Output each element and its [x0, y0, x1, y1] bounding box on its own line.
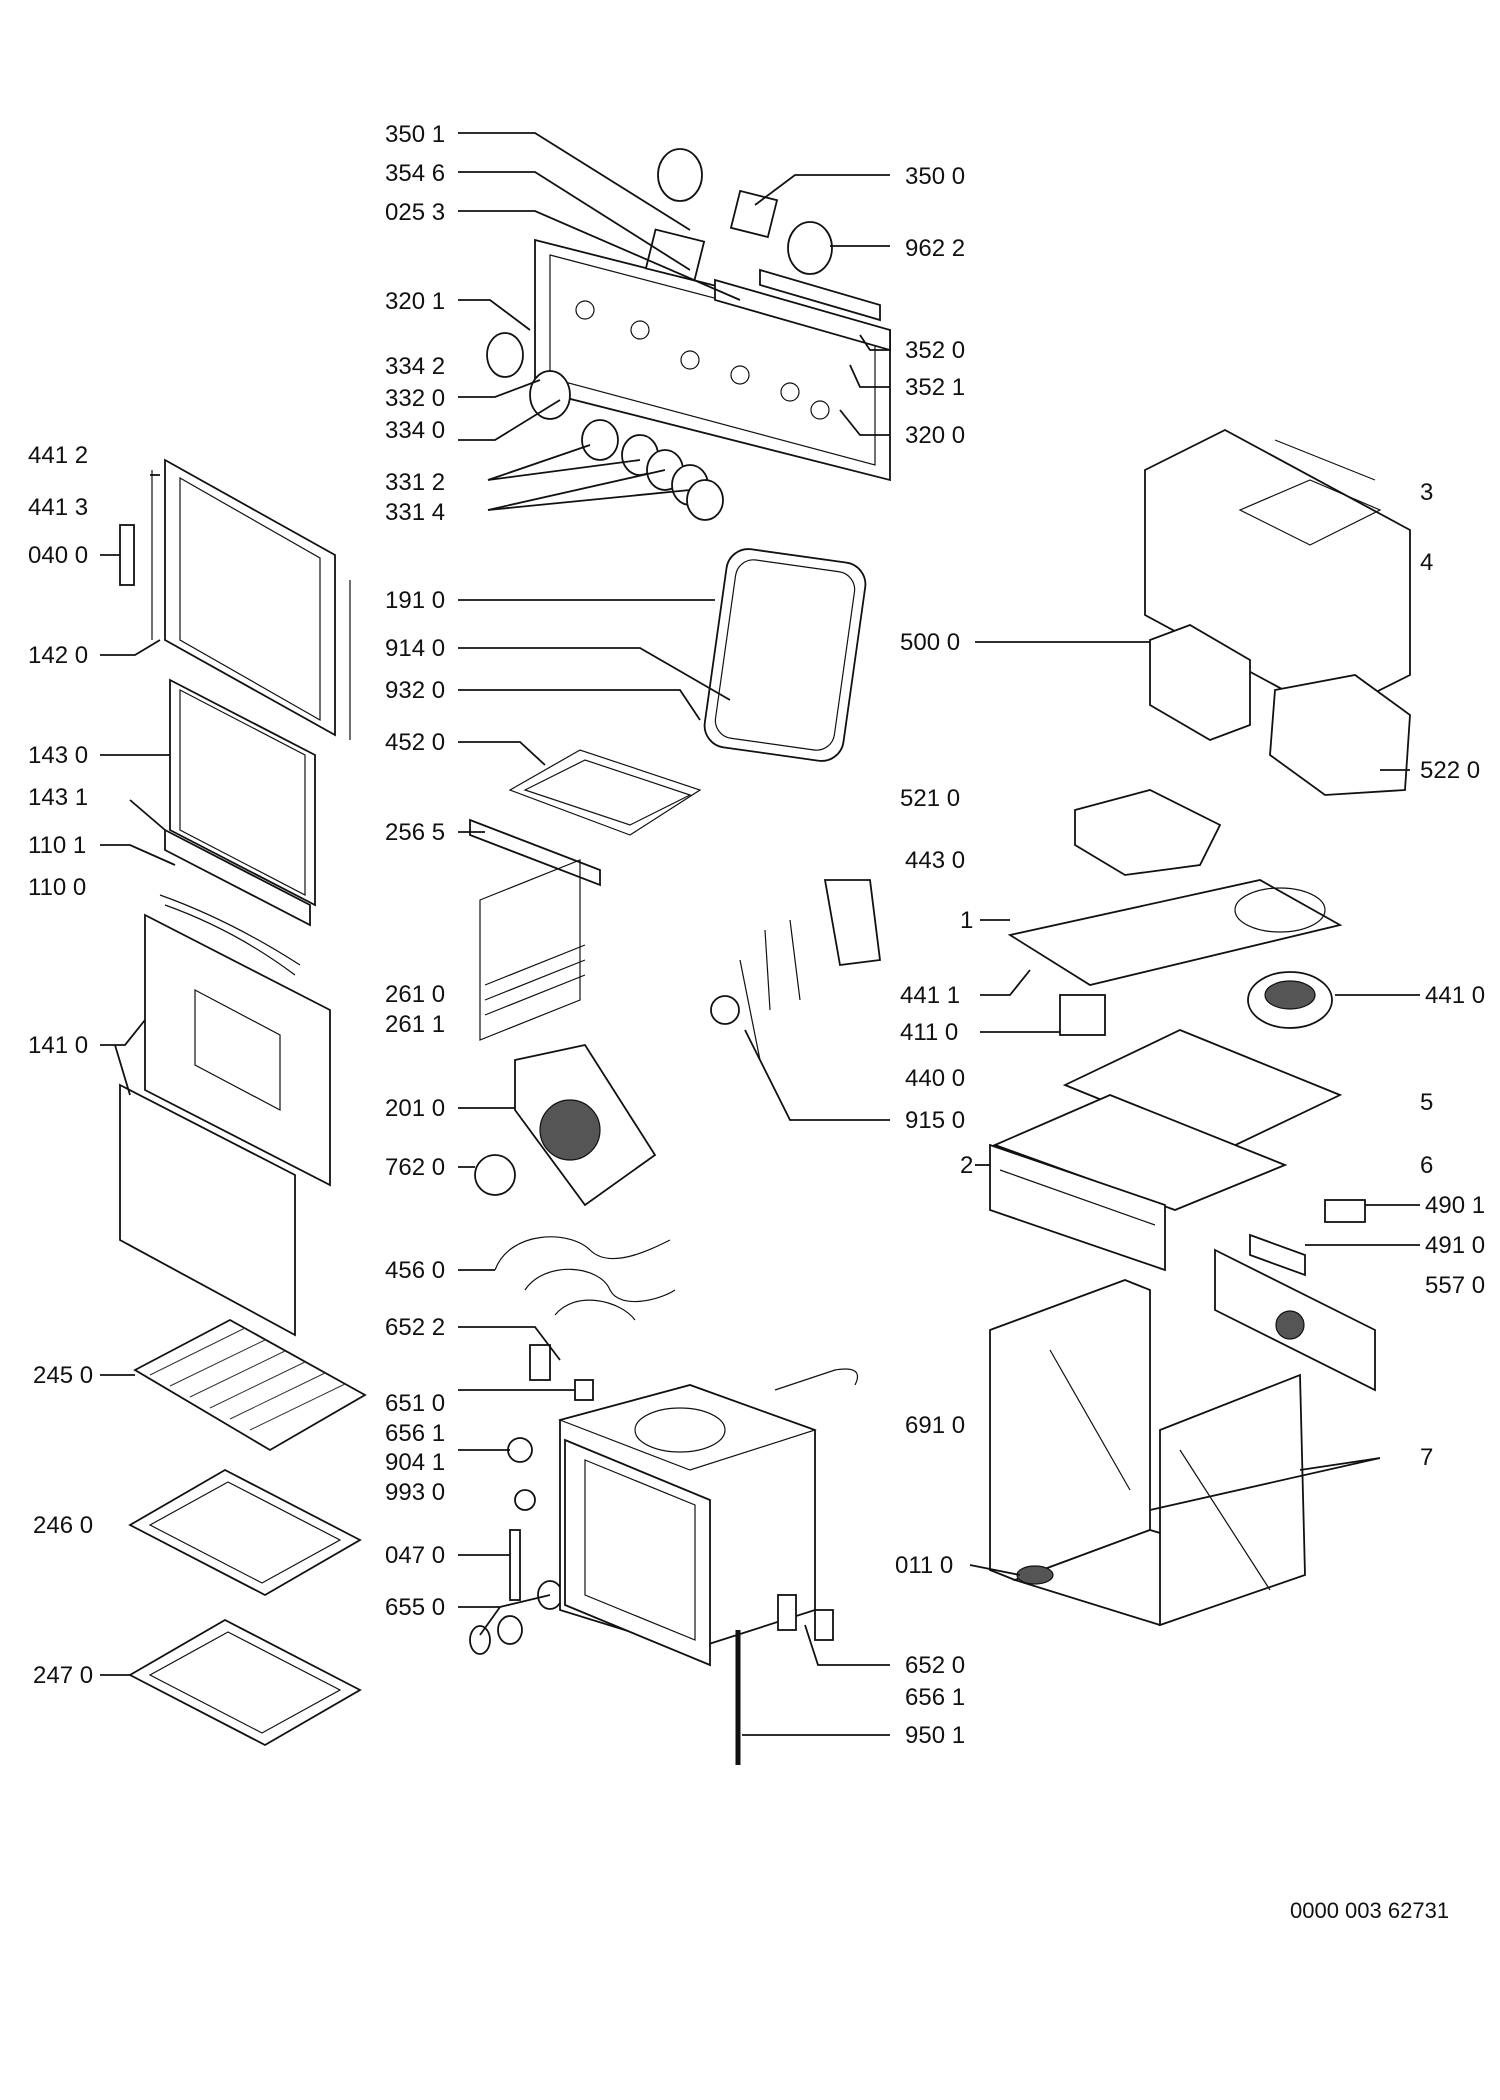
label-1: 1 — [960, 907, 973, 934]
label-993-0: 993 0 — [385, 1479, 445, 1506]
trays-group — [128, 1318, 367, 1747]
label-350-1: 350 1 — [385, 121, 445, 148]
label-354-6: 354 6 — [385, 160, 445, 187]
label-500-0: 500 0 — [900, 629, 960, 656]
label-441-2: 441 2 — [28, 442, 88, 469]
label-261-1: 261 1 — [385, 1011, 445, 1038]
label-2: 2 — [960, 1152, 973, 1179]
label-320-1: 320 1 — [385, 288, 445, 315]
label-441-0: 441 0 — [1425, 982, 1485, 1009]
label-904-1: 904 1 — [385, 1449, 445, 1476]
label-025-3: 025 3 — [385, 199, 445, 226]
label-7: 7 — [1420, 1444, 1433, 1471]
label-247-0: 247 0 — [33, 1662, 93, 1689]
label-652-0: 652 0 — [905, 1652, 965, 1679]
drawing-code: 0000 003 62731 — [1290, 1898, 1449, 1923]
label-5: 5 — [1420, 1089, 1433, 1116]
label-350-0: 350 0 — [905, 163, 965, 190]
label-522-0: 522 0 — [1420, 757, 1480, 784]
label-914-0: 914 0 — [385, 635, 445, 662]
label-656-1b: 656 1 — [905, 1684, 965, 1711]
label-521-0: 521 0 — [900, 785, 960, 812]
label-246-0: 246 0 — [33, 1512, 93, 1539]
label-456-0: 456 0 — [385, 1257, 445, 1284]
label-331-4: 331 4 — [385, 499, 445, 526]
label-040-0: 040 0 — [28, 542, 88, 569]
label-3: 3 — [1420, 479, 1433, 506]
label-245-0: 245 0 — [33, 1362, 93, 1389]
label-256-5: 256 5 — [385, 819, 445, 846]
label-491-0: 491 0 — [1425, 1232, 1485, 1259]
label-762-0: 762 0 — [385, 1154, 445, 1181]
label-950-1: 950 1 — [905, 1722, 965, 1749]
label-441-1: 441 1 — [900, 982, 960, 1009]
label-652-2: 652 2 — [385, 1314, 445, 1341]
control-panel-group — [486, 148, 891, 521]
label-141-0: 141 0 — [28, 1032, 88, 1059]
label-143-1: 143 1 — [28, 784, 88, 811]
label-962-2: 962 2 — [905, 235, 965, 262]
label-6: 6 — [1420, 1152, 1433, 1179]
label-490-1: 490 1 — [1425, 1192, 1485, 1219]
label-651-0: 651 0 — [385, 1390, 445, 1417]
label-110-0: 110 0 — [28, 874, 86, 901]
label-656-1a: 656 1 — [385, 1420, 445, 1447]
label-334-2: 334 2 — [385, 353, 445, 380]
label-655-0: 655 0 — [385, 1594, 445, 1621]
label-110-1: 110 1 — [28, 832, 86, 859]
label-440-0: 440 0 — [905, 1065, 965, 1092]
label-334-0: 334 0 — [385, 417, 445, 444]
leader-lines — [100, 132, 1420, 1736]
label-915-0: 915 0 — [905, 1107, 965, 1134]
door-group — [119, 458, 351, 1337]
label-261-0: 261 0 — [385, 981, 445, 1008]
label-047-0: 047 0 — [385, 1542, 445, 1569]
label-557-0: 557 0 — [1425, 1272, 1485, 1299]
label-932-0: 932 0 — [385, 677, 445, 704]
label-331-2: 331 2 — [385, 469, 445, 496]
label-142-0: 142 0 — [28, 642, 88, 669]
cavity-parts-group — [469, 548, 867, 1765]
label-332-0: 332 0 — [385, 385, 445, 412]
label-441-3: 441 3 — [28, 494, 88, 521]
label-191-0: 191 0 — [385, 587, 445, 614]
label-011-0: 011 0 — [895, 1552, 953, 1579]
part-labels: 350 1 354 6 025 3 350 0 962 2 320 1 334 … — [28, 121, 1485, 1923]
label-443-0: 443 0 — [905, 847, 965, 874]
label-143-0: 143 0 — [28, 742, 88, 769]
label-691-0: 691 0 — [905, 1412, 965, 1439]
label-320-0: 320 0 — [905, 422, 965, 449]
label-201-0: 201 0 — [385, 1095, 445, 1122]
fan-and-electronics-group — [710, 428, 1411, 1627]
label-4: 4 — [1420, 549, 1433, 576]
label-352-0: 352 0 — [905, 337, 965, 364]
label-452-0: 452 0 — [385, 729, 445, 756]
label-352-1: 352 1 — [905, 374, 965, 401]
label-411-0: 411 0 — [900, 1019, 958, 1046]
